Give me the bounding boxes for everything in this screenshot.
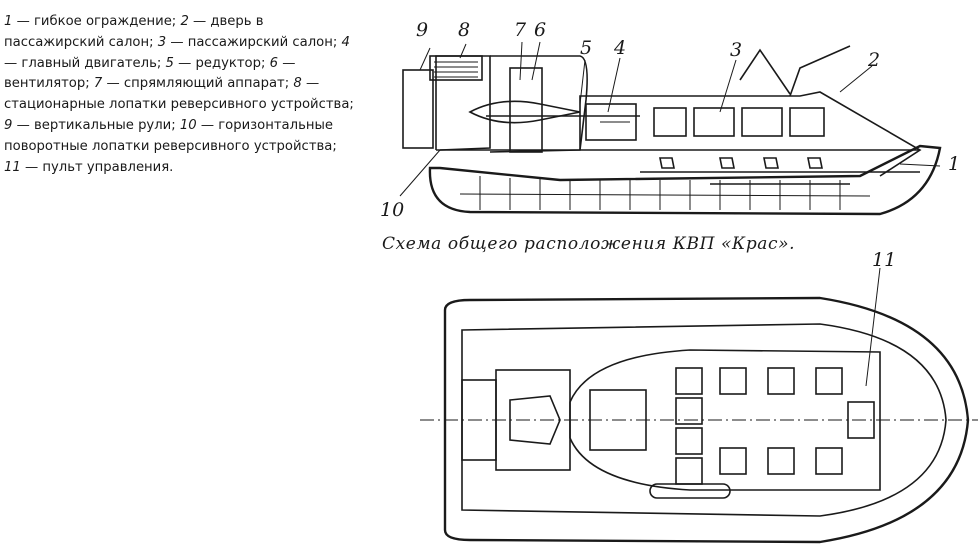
legend-dash: —	[173, 55, 196, 71]
side-view: 9 8 7 6 5 4 3 2 1 10	[380, 19, 960, 221]
legend-item-number: 9	[4, 117, 13, 133]
plan-cabin	[569, 349, 881, 491]
fan-duct	[489, 55, 588, 153]
label-7: 7	[514, 19, 527, 41]
plan-seats	[675, 367, 843, 485]
plan-view: 11	[420, 249, 978, 544]
legend-item-text: вертикальные рули;	[33, 117, 180, 133]
legend-item-number: 1	[4, 14, 13, 29]
legend-item-text: горизонтальные поворотные лопатки реверс…	[4, 117, 337, 154]
legend-dash: —	[188, 14, 211, 29]
label-6: 6	[534, 19, 546, 41]
legend-item-text: спрямляющий аппарат;	[123, 76, 294, 92]
label-4: 4	[613, 37, 626, 59]
label-11: 11	[872, 249, 896, 271]
legend-item: 2 — дверь в пассажирский салон;	[4, 14, 264, 50]
legend-item-text: вентилятор;	[4, 76, 94, 92]
cabin-roof	[579, 91, 922, 177]
label-2: 2	[867, 49, 880, 71]
reverser-vanes-fixed	[429, 55, 483, 81]
legend-item: 4 — главный двигатель;	[4, 35, 350, 71]
legend-item: 1 — гибкое ограждение;	[4, 14, 180, 29]
fan-hub	[468, 100, 581, 124]
label-1: 1	[948, 153, 960, 175]
label-10: 10	[380, 199, 404, 221]
fan-housing	[509, 67, 543, 153]
leader-11	[865, 267, 881, 387]
legend-item: 3 — пассажирский салон;	[158, 35, 342, 50]
legend-item: 11 — пульт управления.	[4, 160, 173, 175]
legend-text: 1 — гибкое ограждение; 2 — дверь в пасса…	[4, 12, 354, 178]
leader-lines	[399, 41, 941, 197]
legend-item-text: пассажирский салон;	[187, 34, 342, 50]
legend-item-number: 3	[157, 34, 167, 50]
legend-item-number: 4	[341, 34, 350, 50]
mast	[739, 48, 791, 95]
plan-hatch	[649, 483, 731, 499]
vane-hatching	[434, 61, 478, 78]
legend-dash: —	[12, 14, 34, 29]
legend-item: 8 — стационарные лопатки реверсивного ус…	[4, 76, 354, 112]
skirt-segments	[459, 176, 871, 210]
legend-item-text: гибкое ограждение;	[33, 14, 181, 29]
legend-item-text: стационарные лопатки реверсивного устрой…	[4, 97, 354, 113]
legend-dash: —	[20, 159, 43, 175]
legend-item-text: редуктор;	[195, 55, 270, 71]
legend-item: 6 — вентилятор;	[4, 56, 295, 92]
legend-dash: —	[102, 76, 124, 92]
flexible-skirt	[428, 144, 942, 216]
vertical-rudder	[402, 69, 434, 149]
cabin-windows	[653, 107, 825, 137]
legend-item-number: 5	[165, 55, 174, 71]
figure-caption: Схема общего расположения КВП «Крас».	[382, 234, 796, 254]
legend-dash: —	[301, 76, 320, 92]
passenger-door	[789, 45, 851, 97]
legend-item: 10 — горизонтальные поворотные лопатки р…	[4, 118, 337, 154]
legend-item: 7 — спрямляющий аппарат;	[94, 76, 294, 91]
legend-item-text: дверь в пассажирский салон;	[4, 14, 264, 50]
legend-dash: —	[4, 55, 22, 71]
legend-item: 9 — вертикальные рули;	[4, 118, 180, 133]
legend-item-number: 2	[180, 14, 189, 29]
legend-dash: —	[166, 34, 188, 50]
legend-dash: —	[196, 117, 219, 133]
passenger-seats	[659, 157, 823, 169]
main-engine	[585, 103, 637, 141]
legend-item-text: пульт управления.	[42, 159, 174, 175]
label-5: 5	[580, 37, 592, 59]
plan-fan	[509, 395, 561, 445]
label-3: 3	[730, 39, 742, 61]
legend-item-number: 8	[293, 76, 302, 92]
legend-item-number: 6	[269, 55, 279, 71]
legend-item-text: главный двигатель;	[21, 55, 166, 71]
legend-item: 5 — редуктор;	[166, 56, 270, 71]
legend-item-number: 11	[4, 159, 21, 175]
label-8: 8	[458, 19, 470, 41]
plan-hull-outline	[461, 323, 947, 517]
legend-dash: —	[278, 55, 296, 71]
legend-dash: —	[12, 117, 34, 133]
legend-item-number: 10	[179, 117, 197, 133]
label-9: 9	[416, 19, 428, 41]
legend-item-number: 7	[93, 76, 103, 92]
